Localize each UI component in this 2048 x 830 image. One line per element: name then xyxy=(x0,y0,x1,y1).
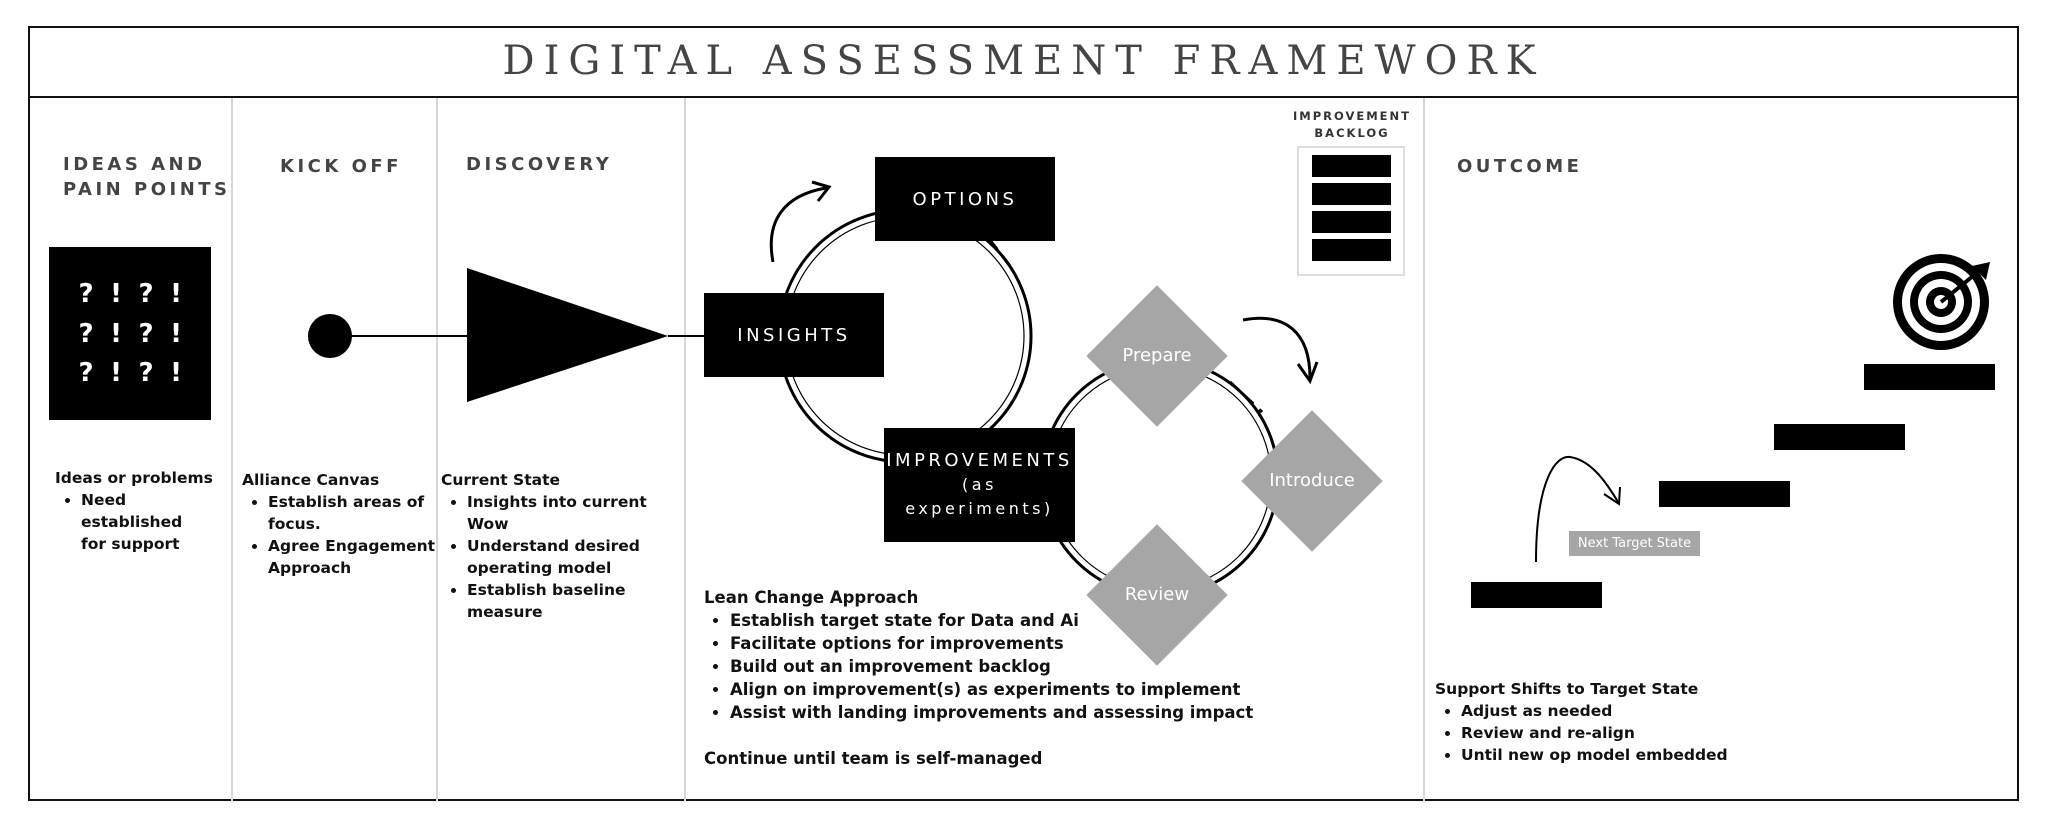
ideas-heading-line1: IDEAS AND xyxy=(63,154,206,175)
improvements-box: IMPROVEMENTS (as experiments) xyxy=(884,428,1075,542)
kickoff-block-title: Alliance Canvas xyxy=(242,471,380,489)
lean-bullets: Establish target state for Data and Ai F… xyxy=(704,609,1324,724)
lean-footer: Continue until team is self-managed xyxy=(704,749,1043,768)
question-symbol: ? xyxy=(78,358,94,388)
improvements-sublabel: (as experiments) xyxy=(905,475,1054,518)
prepare-label: Prepare xyxy=(1122,345,1192,366)
list-item-text: focus. xyxy=(268,515,321,533)
exclamation-symbol: ! xyxy=(110,319,122,349)
options-box: OPTIONS xyxy=(875,157,1055,241)
curved-arrow-icon xyxy=(1535,455,1619,563)
lean-text: Lean Change Approach Establish target st… xyxy=(704,586,1324,770)
discovery-text: Current State Insights into current Wow … xyxy=(441,469,686,623)
column-divider xyxy=(231,98,233,801)
list-item-text: Need established xyxy=(81,491,183,531)
exclamation-symbol: ! xyxy=(110,279,122,309)
improvements-label: IMPROVEMENTS xyxy=(886,450,1073,471)
outcome-bullets: Adjust as needed Review and re-align Unt… xyxy=(1435,700,1735,766)
list-item-text: Agree Engagement xyxy=(268,537,436,555)
list-item: Review and re-align xyxy=(1461,722,1735,744)
ideas-heading: IDEAS AND PAIN POINTS xyxy=(63,152,231,202)
list-item: Adjust as needed xyxy=(1461,700,1735,722)
backlog-item xyxy=(1312,155,1391,177)
backlog-label: IMPROVEMENT BACKLOG xyxy=(1283,108,1421,142)
list-item-text: Understand desired xyxy=(467,537,640,555)
list-item-text: for support xyxy=(81,535,180,553)
list-item: Establish baseline measure xyxy=(467,579,686,623)
insights-box: INSIGHTS xyxy=(704,293,884,377)
list-item-text: Establish areas of xyxy=(268,493,425,511)
discovery-block-title: Current State xyxy=(441,471,561,489)
outcome-block-title: Support Shifts to Target State xyxy=(1435,680,1699,698)
ideas-block-title: Ideas or problems xyxy=(55,469,213,487)
stair-step xyxy=(1774,424,1905,450)
list-item-text: Establish baseline measure xyxy=(467,581,626,621)
exclamation-symbol: ! xyxy=(110,358,122,388)
column-divider xyxy=(684,98,686,801)
list-item: Establish areas of focus. xyxy=(268,491,437,535)
curved-arrow-icon xyxy=(1242,316,1312,379)
column-divider xyxy=(436,98,438,801)
list-item-text: Insights into current Wow xyxy=(467,493,647,533)
list-item: Insights into current Wow xyxy=(467,491,686,535)
kickoff-bullets: Establish areas of focus. Agree Engageme… xyxy=(242,491,437,579)
kickoff-heading: KICK OFF xyxy=(280,156,402,177)
question-symbol: ? xyxy=(78,319,94,349)
list-item: Understand desired operating model xyxy=(467,535,686,579)
next-target-badge: Next Target State xyxy=(1569,531,1700,556)
discovery-heading: DISCOVERY xyxy=(466,154,613,175)
outcome-text: Support Shifts to Target State Adjust as… xyxy=(1435,678,1735,766)
stair-step xyxy=(1864,364,1995,390)
list-item: Align on improvement(s) as experiments t… xyxy=(730,678,1324,701)
ideas-symbol-grid: ? ! ? ! ? ! ? ! ? ! ? ! xyxy=(49,247,211,420)
introduce-label: Introduce xyxy=(1269,470,1355,491)
backlog-label-line1: IMPROVEMENT xyxy=(1293,109,1411,123)
list-item: Establish target state for Data and Ai xyxy=(730,609,1324,632)
question-symbol: ? xyxy=(138,279,154,309)
lean-block-title: Lean Change Approach xyxy=(704,588,919,607)
review-label: Review xyxy=(1124,584,1190,605)
arrowhead xyxy=(1296,361,1319,385)
backlog-panel xyxy=(1297,146,1405,276)
list-item: Agree Engagement Approach xyxy=(268,535,437,579)
exclamation-symbol: ! xyxy=(170,358,182,388)
backlog-label-line2: BACKLOG xyxy=(1314,126,1390,140)
arrowhead xyxy=(1603,486,1621,506)
target-icon xyxy=(1893,254,1990,350)
framework-frame xyxy=(28,26,2019,801)
kickoff-text: Alliance Canvas Establish areas of focus… xyxy=(242,469,437,579)
page-title: DIGITAL ASSESSMENT FRAMEWORK xyxy=(502,38,1545,84)
list-item: Need established for support xyxy=(81,489,230,555)
exclamation-symbol: ! xyxy=(170,279,182,309)
dashed-connector xyxy=(1228,380,1264,414)
backlog-item xyxy=(1312,211,1391,233)
list-item-text: Approach xyxy=(268,559,352,577)
question-symbol: ? xyxy=(78,279,94,309)
insights-label: INSIGHTS xyxy=(737,324,851,346)
title-bar: DIGITAL ASSESSMENT FRAMEWORK xyxy=(28,26,2019,98)
stair-step xyxy=(1471,582,1602,608)
backlog-item xyxy=(1312,183,1391,205)
exclamation-symbol: ! xyxy=(170,319,182,349)
backlog-item xyxy=(1312,239,1391,261)
list-item-text: operating model xyxy=(467,559,612,577)
outcome-heading: OUTCOME xyxy=(1457,156,1583,177)
ideas-bullets: Need established for support xyxy=(55,489,230,555)
ideas-heading-line2: PAIN POINTS xyxy=(63,179,231,200)
question-symbol: ? xyxy=(138,358,154,388)
ideas-text: Ideas or problems Need established for s… xyxy=(55,467,230,555)
arrowhead xyxy=(811,180,832,202)
list-item: Until new op model embedded xyxy=(1461,744,1735,766)
discovery-triangle xyxy=(467,268,668,402)
curved-arrow-icon xyxy=(769,186,827,263)
discovery-bullets: Insights into current Wow Understand des… xyxy=(441,491,686,623)
list-item: Facilitate options for improvements xyxy=(730,632,1324,655)
stair-step xyxy=(1659,481,1790,507)
list-item: Assist with landing improvements and ass… xyxy=(730,701,1324,724)
column-divider xyxy=(1423,98,1425,801)
list-item: Build out an improvement backlog xyxy=(730,655,1324,678)
dashed-connector xyxy=(988,239,1012,267)
options-label: OPTIONS xyxy=(912,188,1018,210)
question-symbol: ? xyxy=(138,319,154,349)
